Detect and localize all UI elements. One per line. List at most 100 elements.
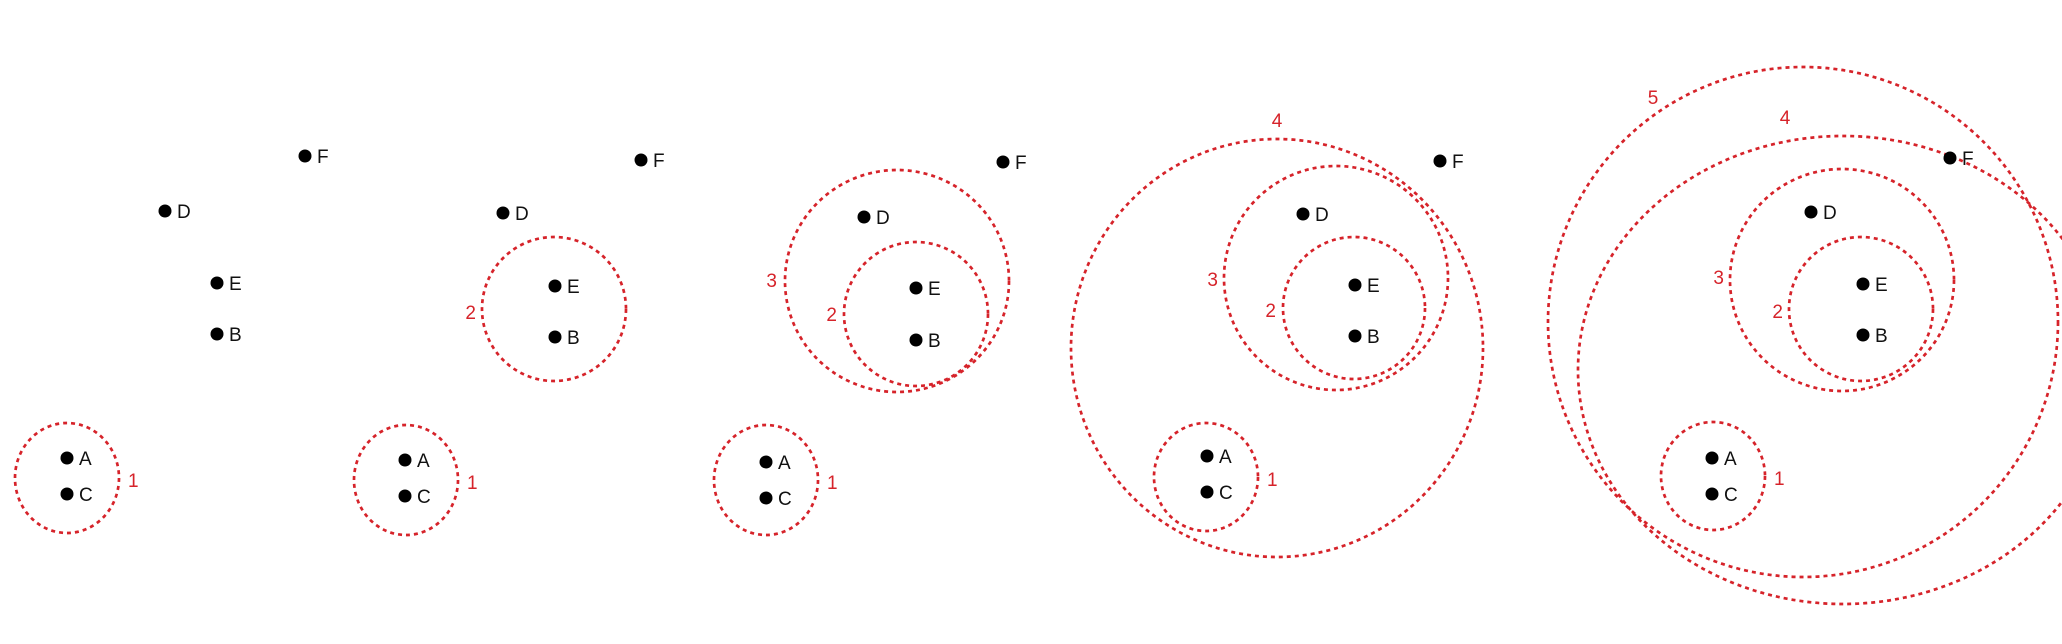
point-D-dot — [496, 206, 510, 220]
point-C-label: C — [417, 487, 431, 508]
point-B-label: B — [229, 325, 242, 346]
point-D-dot — [1804, 205, 1818, 219]
cluster-label-3: 3 — [1713, 268, 1724, 289]
points: A B C D E F — [60, 147, 329, 506]
point-E-dot — [548, 279, 562, 293]
point-C-label: C — [778, 489, 792, 510]
point-E-dot — [1348, 278, 1362, 292]
point-D-label: D — [515, 204, 529, 225]
point-D-label: D — [876, 208, 890, 229]
point-D-dot — [857, 210, 871, 224]
cluster-label-1: 1 — [827, 473, 838, 494]
point-A-label: A — [1219, 447, 1232, 468]
cluster-ring-1 — [1152, 421, 1260, 533]
cluster-label-5: 5 — [1648, 88, 1659, 109]
point-E-dot — [909, 281, 923, 295]
point-C-dot — [759, 491, 773, 505]
point-F-label: F — [1452, 152, 1464, 173]
point-F-label: F — [1962, 149, 1974, 170]
point-A-dot — [759, 455, 773, 469]
cluster-label-2: 2 — [826, 305, 837, 326]
point-D-label: D — [177, 202, 191, 223]
cluster-ring-4 — [1576, 134, 2062, 606]
cluster-ring-3 — [783, 168, 1011, 394]
point-B-dot — [1348, 329, 1362, 343]
point-A-dot — [1705, 451, 1719, 465]
point-A-dot — [1200, 449, 1214, 463]
point-B-label: B — [1875, 326, 1888, 347]
point-D-label: D — [1823, 203, 1837, 224]
point-B-dot — [210, 327, 224, 341]
cluster-rings: 1 2 3 4 5 — [1546, 65, 2062, 606]
cluster-label-1: 1 — [1774, 469, 1785, 490]
panel-1: 1A B C D E F — [13, 147, 329, 535]
cluster-ring-2 — [842, 240, 990, 388]
cluster-rings: 12 — [352, 235, 628, 537]
cluster-label-4: 4 — [1272, 111, 1283, 132]
point-D-dot — [158, 204, 172, 218]
point-C-label: C — [1219, 483, 1233, 504]
point-E-dot — [210, 276, 224, 290]
point-C-dot — [398, 489, 412, 503]
point-F-dot — [634, 153, 648, 167]
points: A B C D E F — [1200, 152, 1464, 504]
cluster-rings: 1 — [13, 421, 139, 535]
point-C-label: C — [79, 485, 93, 506]
cluster-ring-5 — [1546, 65, 2060, 579]
point-B-label: B — [928, 331, 941, 352]
cluster-label-3: 3 — [1207, 270, 1218, 291]
point-B-dot — [909, 333, 923, 347]
cluster-label-2: 2 — [1772, 302, 1783, 323]
point-B-dot — [1856, 328, 1870, 342]
point-B-label: B — [1367, 327, 1380, 348]
cluster-rings: 1 2 3 4 — [1069, 111, 1485, 559]
point-C-dot — [60, 487, 74, 501]
point-D-dot — [1296, 207, 1310, 221]
point-F-dot — [996, 155, 1010, 169]
cluster-label-1: 1 — [467, 473, 478, 494]
point-C-label: C — [1724, 485, 1738, 506]
point-A-dot — [398, 453, 412, 467]
cluster-ring-1 — [352, 423, 460, 537]
cluster-ring-2 — [1787, 235, 1935, 383]
point-A-label: A — [79, 449, 92, 470]
cluster-rings: 123 — [712, 168, 1011, 537]
point-F-label: F — [317, 147, 329, 168]
point-A-dot — [60, 451, 74, 465]
cluster-ring-1 — [13, 421, 121, 535]
cluster-label-2: 2 — [465, 303, 476, 324]
point-C-dot — [1200, 485, 1214, 499]
point-E-dot — [1856, 277, 1870, 291]
cluster-label-1: 1 — [1267, 470, 1278, 491]
cluster-label-4: 4 — [1780, 108, 1791, 129]
points: A B C D E F — [398, 151, 665, 508]
cluster-ring-2 — [1281, 235, 1427, 381]
point-E-label: E — [229, 274, 242, 295]
point-A-label: A — [778, 453, 791, 474]
point-E-label: E — [1367, 276, 1380, 297]
point-F-dot — [1943, 151, 1957, 165]
point-B-label: B — [567, 328, 580, 349]
point-A-label: A — [417, 451, 430, 472]
cluster-ring-3 — [1222, 164, 1450, 392]
point-B-dot — [548, 330, 562, 344]
point-D-label: D — [1315, 205, 1329, 226]
point-F-dot — [1433, 154, 1447, 168]
point-E-label: E — [928, 279, 941, 300]
point-A-label: A — [1724, 449, 1737, 470]
cluster-label-2: 2 — [1265, 301, 1276, 322]
point-F-label: F — [653, 151, 665, 172]
cluster-ring-4 — [1069, 137, 1485, 559]
cluster-ring-1 — [712, 423, 820, 537]
point-E-label: E — [567, 277, 580, 298]
cluster-ring-1 — [1659, 420, 1767, 532]
panel-4: 1 2 3 4A B C D E F — [1069, 111, 1485, 559]
cluster-ring-3 — [1728, 167, 1956, 393]
point-F-dot — [298, 149, 312, 163]
